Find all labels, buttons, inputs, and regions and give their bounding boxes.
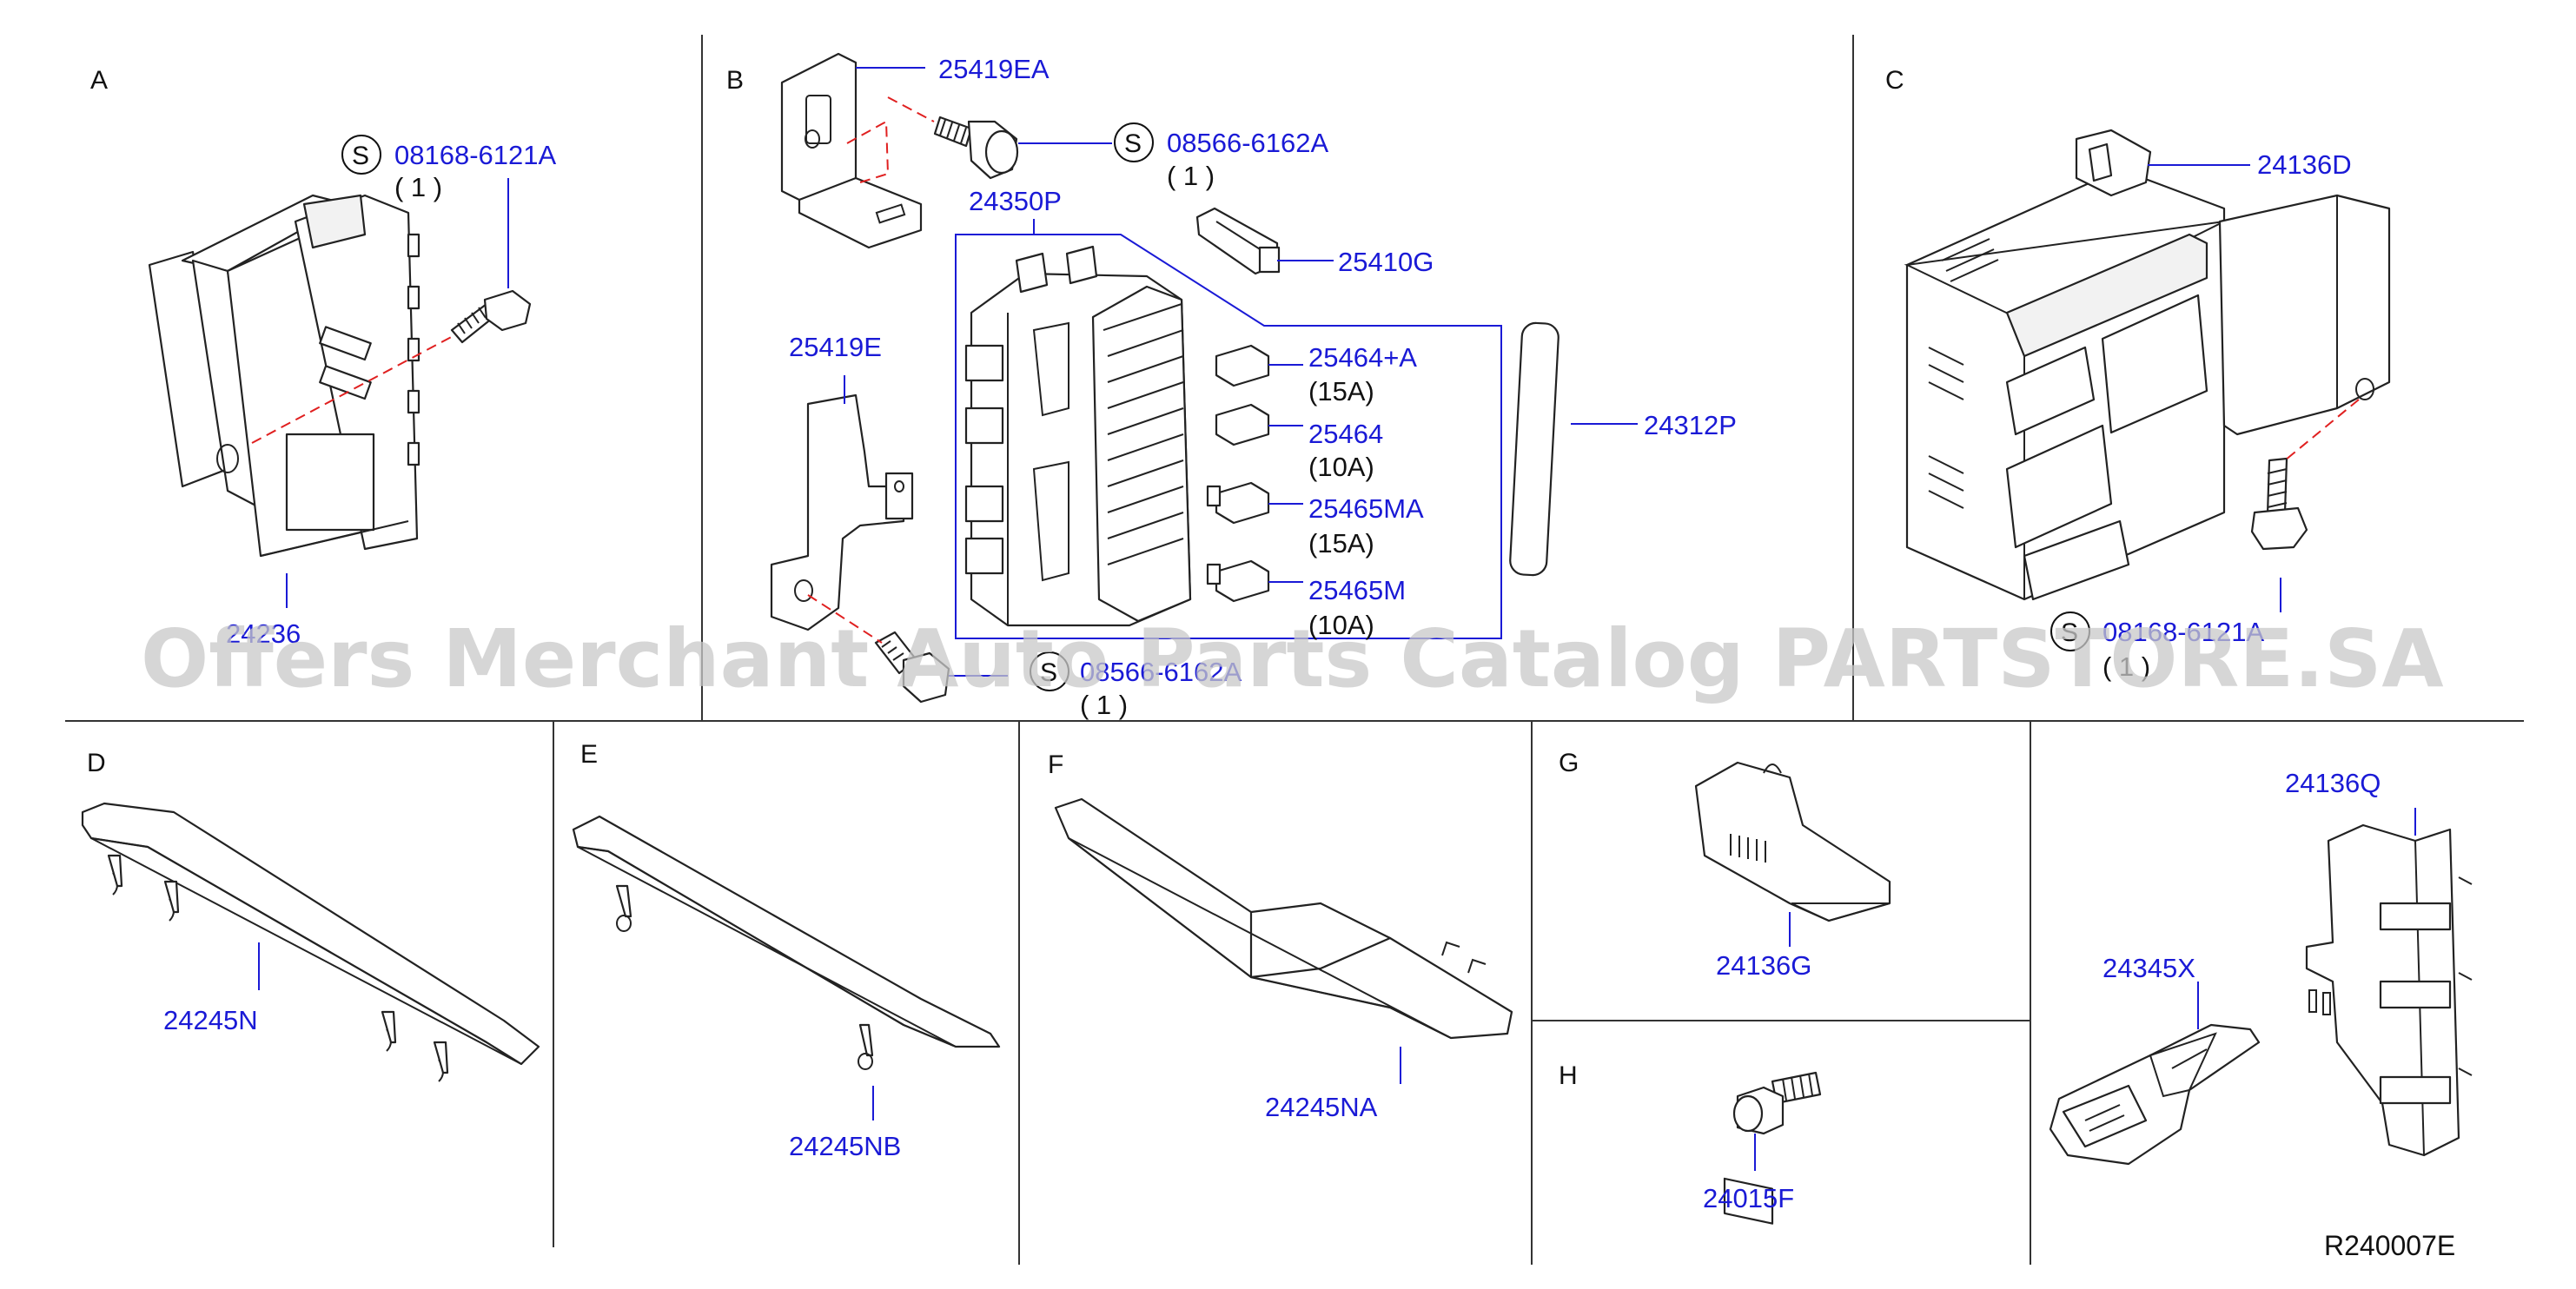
bracket-25419e-drawing (770, 393, 914, 631)
section-f-label: F (1048, 750, 1063, 779)
label-24015f[interactable]: 24015F (1703, 1183, 1794, 1213)
qty-08168-6121a-c: ( 1 ) (2103, 651, 2150, 682)
relay-box-24136d-drawing (1904, 129, 2226, 601)
label-25419ea[interactable]: 25419EA (938, 54, 1050, 84)
label-24345x[interactable]: 24345X (2103, 953, 2195, 983)
label-24236[interactable]: 24236 (226, 618, 301, 649)
section-e-label: E (580, 740, 598, 769)
bracket-24245n-drawing (81, 802, 540, 1082)
connector-24345x-drawing (2049, 1023, 2261, 1166)
panel-dividers (65, 35, 2524, 1265)
fuse-block-24350p-drawing (964, 245, 1192, 627)
label-08168-6121a-c[interactable]: 08168-6121A (2103, 617, 2264, 647)
bracket-24136q-drawing (2305, 823, 2473, 1157)
bracket-24245nb-drawing (572, 815, 1001, 1070)
label-24136g[interactable]: 24136G (1716, 950, 1811, 981)
bolt-08168-6121a-a-drawing (450, 289, 532, 344)
section-c-label: C (1885, 66, 1904, 95)
label-24312p[interactable]: 24312P (1644, 410, 1737, 440)
label-24245n[interactable]: 24245N (163, 1005, 258, 1035)
s-badge-b-top-letter: S (1124, 129, 1142, 158)
s-badge-b-bottom (1030, 651, 1069, 691)
fastening-line-b-top-2 (887, 96, 935, 122)
label-25465ma[interactable]: 25465MA (1308, 493, 1424, 524)
fastening-line-a (251, 334, 457, 444)
fuse-puller-25410g-drawing (1195, 207, 1281, 275)
label-25410g[interactable]: 25410G (1338, 247, 1434, 277)
bolt-24015f-drawing (1732, 1071, 1822, 1135)
bracket-25419ea-drawing (780, 52, 923, 249)
qty-08566-6162a-top: ( 1 ) (1167, 161, 1215, 191)
relay-bracket-24236-drawing (148, 194, 421, 558)
section-a-label: A (90, 66, 108, 95)
label-24350p[interactable]: 24350P (969, 186, 1062, 216)
bracket-24245na-drawing (1054, 797, 1513, 1040)
label-25419e[interactable]: 25419E (789, 332, 882, 362)
label-24136q[interactable]: 24136Q (2285, 768, 2381, 798)
rating-25464a: (15A) (1308, 376, 1374, 407)
watermark-text: Offers Merchant Auto Parts Catalog PARTS… (141, 612, 2444, 705)
label-25464a[interactable]: 25464+A (1308, 342, 1417, 373)
s-badge-c (2050, 611, 2090, 651)
label-08566-6162a-top[interactable]: 08566-6162A (1167, 128, 1328, 158)
rating-25464: (10A) (1308, 452, 1374, 482)
bracket-24136d-side-drawing (2218, 194, 2391, 436)
s-badge-c-letter: S (2061, 618, 2078, 647)
rating-25465m: (10A) (1308, 610, 1374, 640)
label-25464[interactable]: 25464 (1308, 419, 1383, 449)
fuses-drawing (1206, 344, 1270, 603)
bolt-08168-6121a-c-drawing (2250, 457, 2308, 551)
qty-08566-6162a-bottom: ( 1 ) (1080, 690, 1128, 720)
section-g-label: G (1559, 749, 1579, 777)
section-d-label: D (87, 749, 106, 777)
qty-08168-6121a-a: ( 1 ) (394, 172, 442, 202)
section-b-label: B (726, 66, 744, 95)
bolt-08566-6162a-top-drawing (933, 116, 1019, 180)
s-badge-a-letter: S (352, 142, 369, 170)
s-badge-b-top (1114, 122, 1154, 162)
section-h-label: H (1559, 1061, 1578, 1090)
bolt-08566-6162a-bottom-drawing (874, 631, 950, 704)
fastening-line-b-top (846, 120, 890, 183)
s-badge-a (341, 135, 381, 175)
label-08168-6121a-a[interactable]: 08168-6121A (394, 140, 556, 170)
fastening-line-b-bottom (807, 594, 883, 644)
s-badge-b-bottom-letter: S (1040, 658, 1057, 687)
rating-25465ma: (15A) (1308, 528, 1374, 559)
bracket-24136g-drawing (1694, 761, 1891, 1225)
label-24245na[interactable]: 24245NA (1265, 1092, 1378, 1122)
label-24136d[interactable]: 24136D (2257, 149, 2352, 180)
diagram-reference-code: R240007E (2324, 1230, 2455, 1261)
label-25465m[interactable]: 25465M (1308, 575, 1406, 605)
label-08566-6162a-bottom[interactable]: 08566-6162A (1080, 657, 1242, 687)
cover-24312p-drawing (1509, 321, 1560, 577)
leader-24350p-frame (955, 219, 1502, 639)
label-24245nb[interactable]: 24245NB (789, 1131, 901, 1161)
